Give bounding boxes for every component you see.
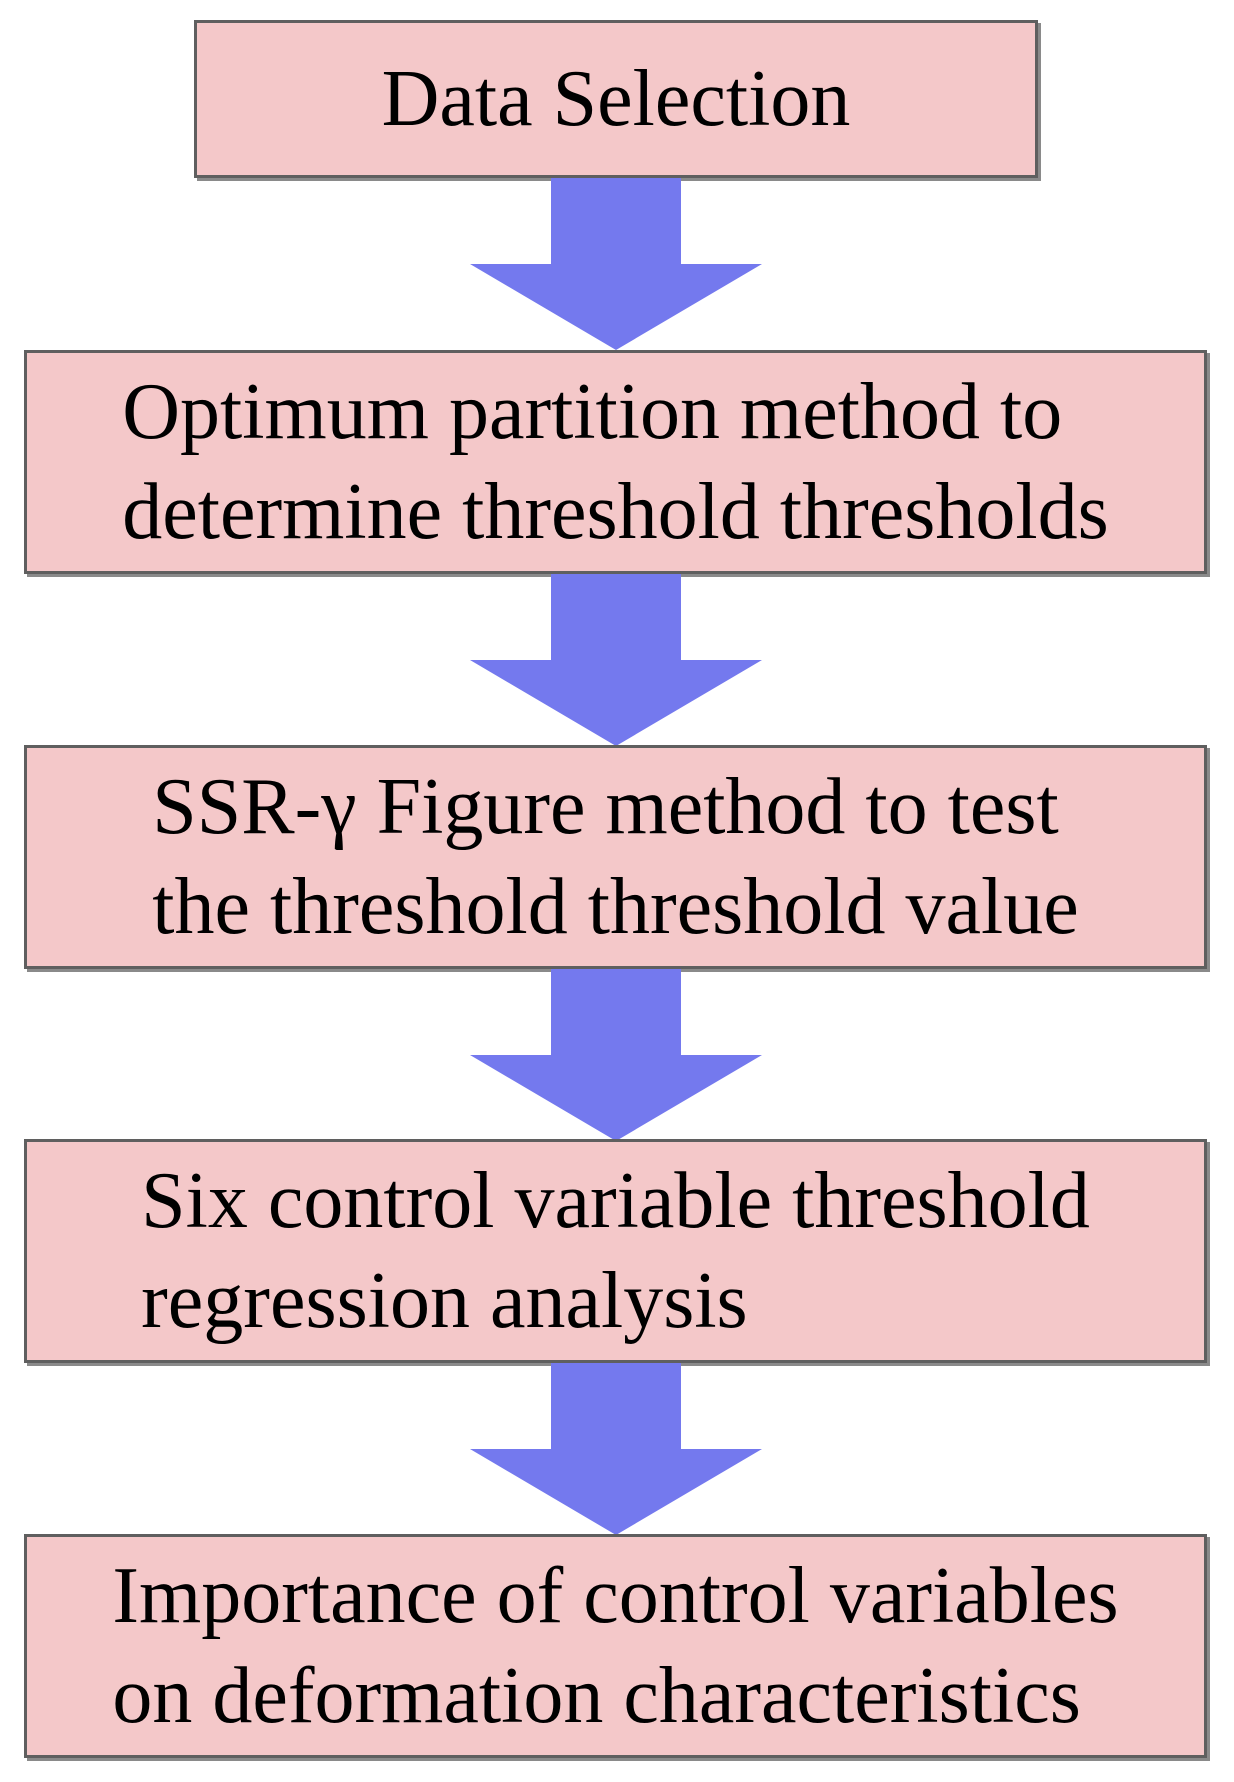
step-label: Importance of control variables on defor…	[112, 1552, 1119, 1740]
step-box-importance-of-variables: Importance of control variables on defor…	[24, 1534, 1207, 1758]
down-arrow-icon	[470, 1363, 762, 1535]
step-box-optimum-partition: Optimum partition method to determine th…	[24, 350, 1207, 574]
step-label: Optimum partition method to determine th…	[122, 368, 1109, 556]
down-arrow-icon	[470, 969, 762, 1141]
step-box-ssr-figure-method: SSR-γ Figure method to test the threshol…	[24, 745, 1207, 969]
down-arrow-icon	[470, 178, 762, 350]
step-box-threshold-regression: Six control variable threshold regressio…	[24, 1139, 1207, 1363]
step-box-data-selection: Data Selection	[194, 20, 1038, 178]
step-label: SSR-γ Figure method to test the threshol…	[152, 763, 1079, 951]
down-arrow-icon	[470, 574, 762, 746]
step-label: Six control variable threshold regressio…	[141, 1157, 1090, 1345]
step-label: Data Selection	[381, 55, 851, 143]
